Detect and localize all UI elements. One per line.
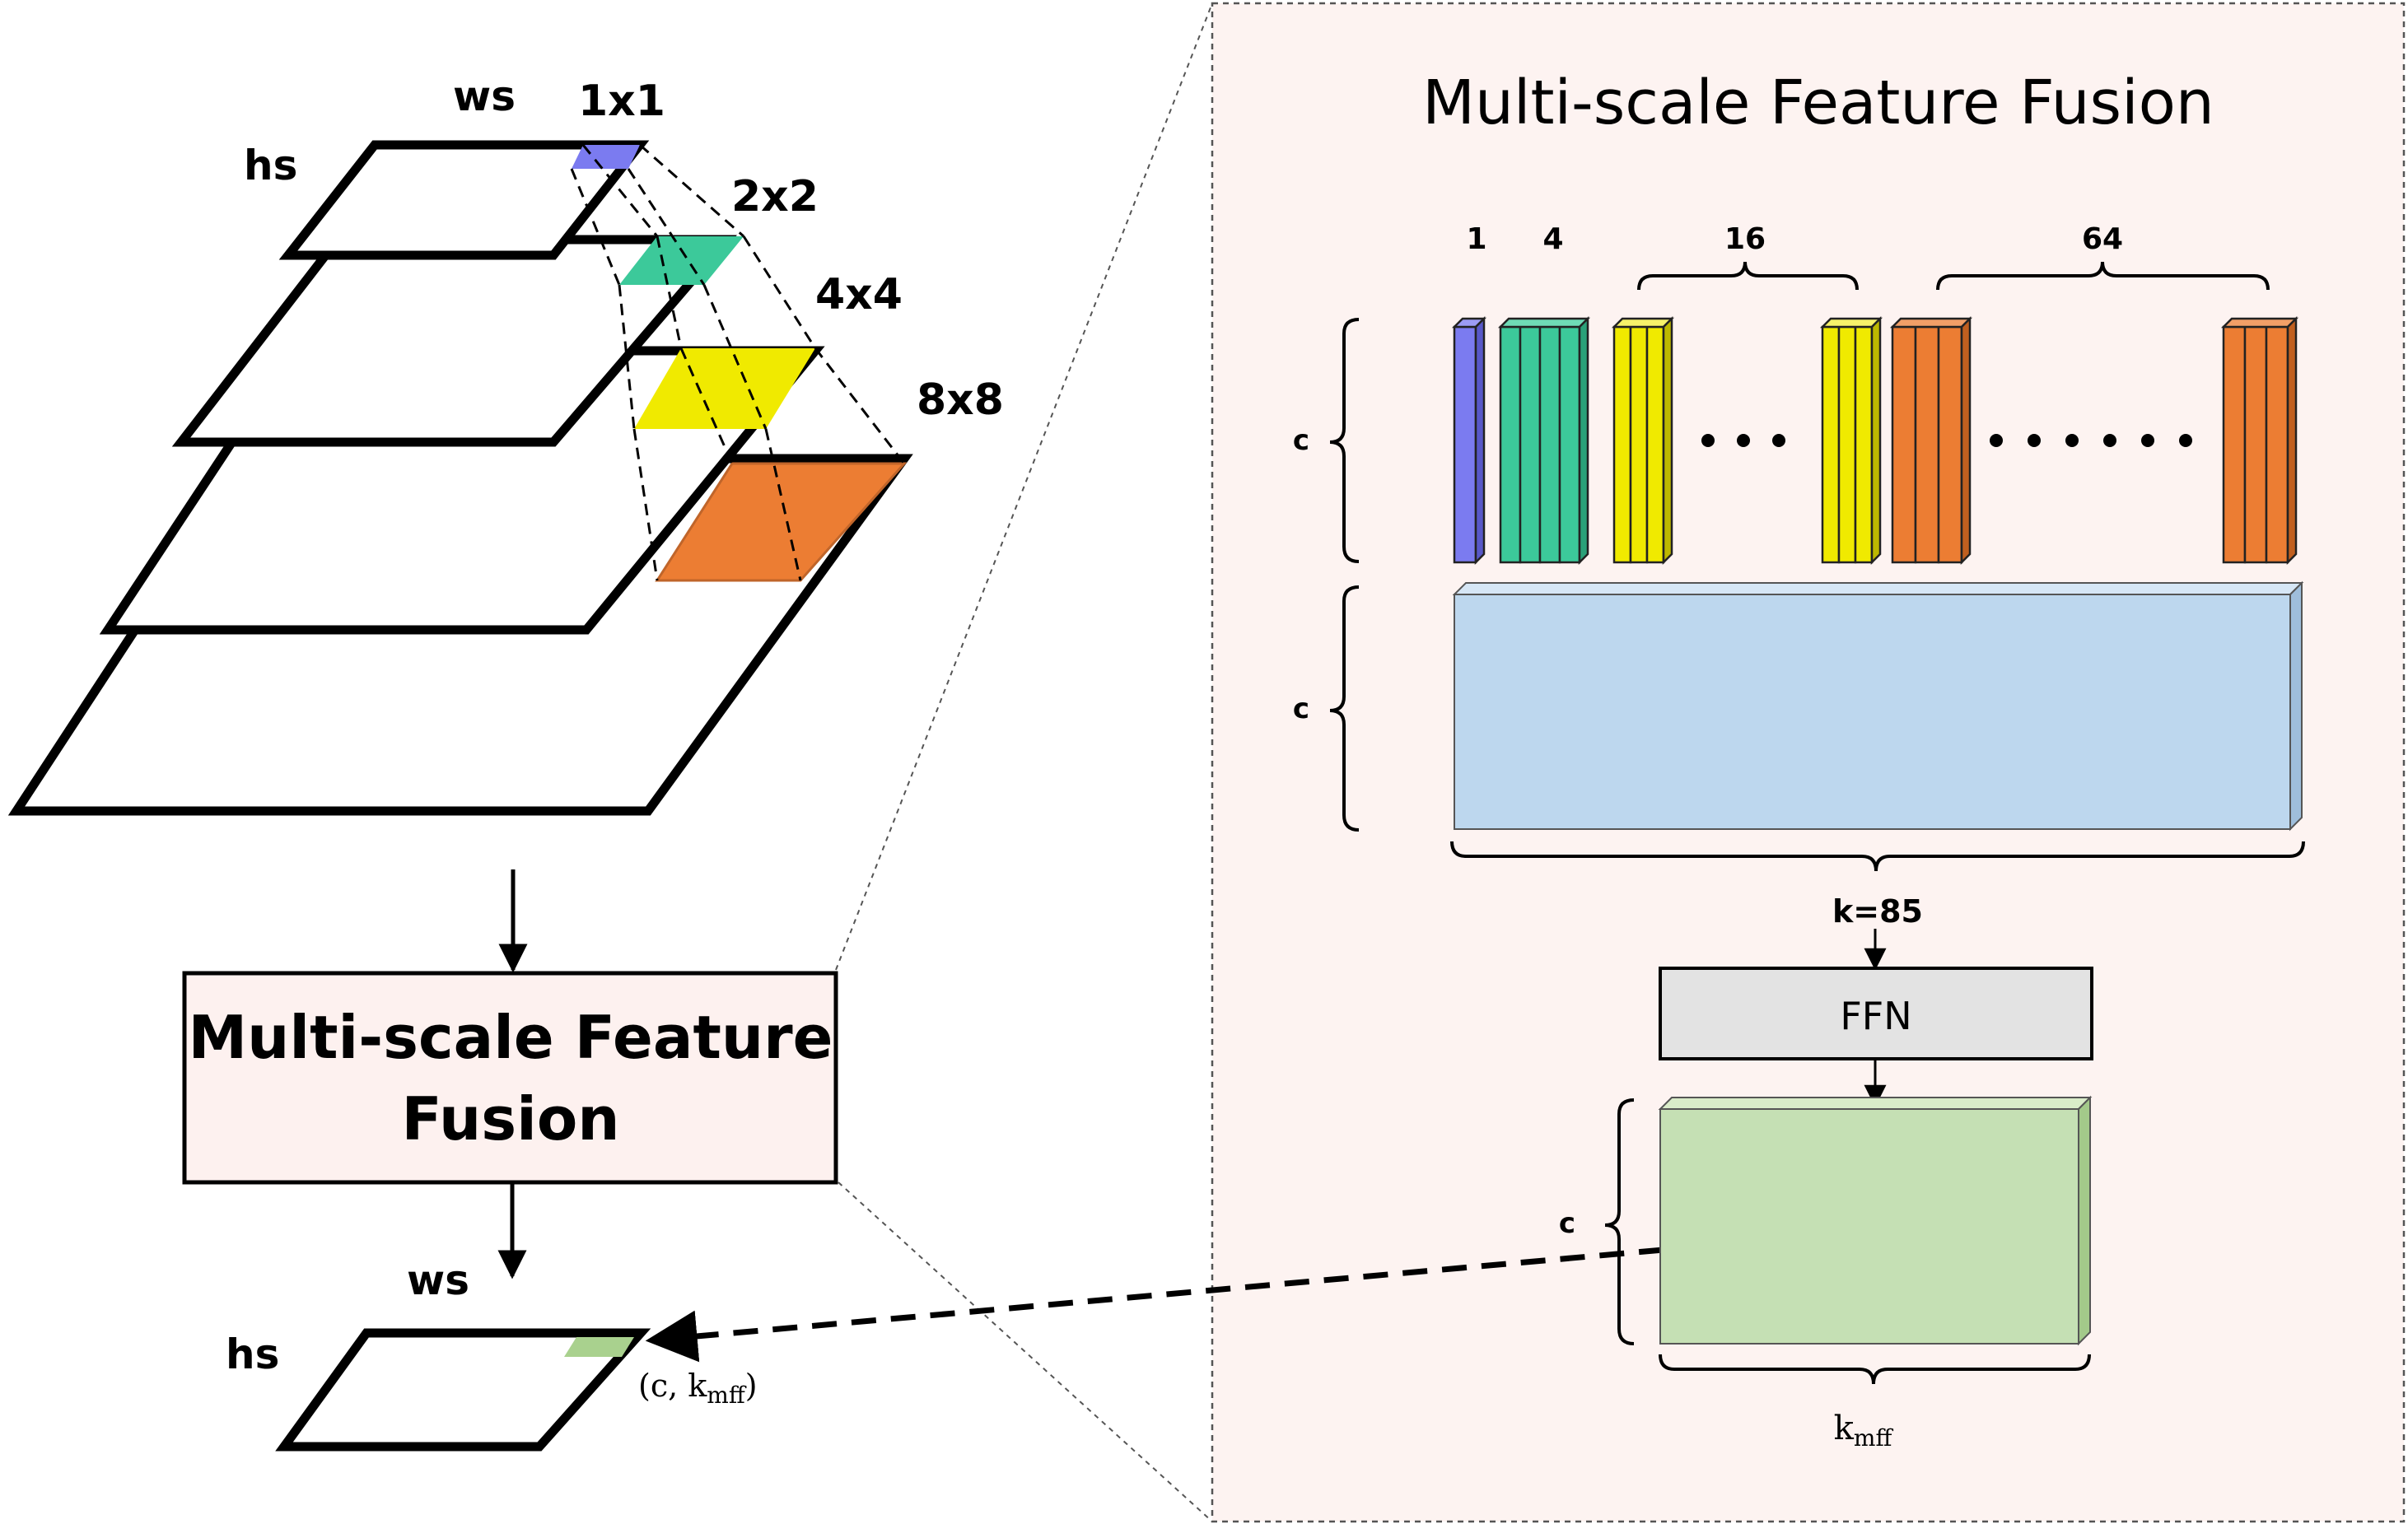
zoom-line-bottom	[838, 1181, 1213, 1522]
pyramid-width-label: ws	[453, 72, 516, 120]
scale-cell-2x2	[619, 236, 744, 285]
brace-c-tokens	[1329, 318, 1360, 563]
projection-lines	[570, 143, 906, 581]
brace-c-output	[1604, 1098, 1635, 1345]
scale-label-4x4: 4x4	[815, 270, 903, 319]
channel-label-output: c	[1559, 1207, 1575, 1240]
output-height-label: hs	[226, 1331, 279, 1378]
kmff-label: kmff	[1834, 1410, 1894, 1452]
ffn-box	[1659, 967, 2093, 1060]
ellipsis-16	[1701, 434, 1785, 447]
count-4: 4	[1542, 222, 1563, 256]
pyramid-level-2	[171, 235, 737, 447]
channel-label-tokens: c	[1293, 424, 1309, 457]
brace-c-concat	[1329, 585, 1360, 832]
token-columns	[1451, 315, 2299, 566]
concat-block	[1452, 580, 2304, 832]
zoom-line-top	[835, 2, 1213, 971]
scale-cell-4x4	[634, 348, 815, 429]
brace-64	[1936, 261, 2270, 291]
scale-cell-1x1	[572, 145, 640, 169]
mapping-arrow	[645, 1247, 1664, 1363]
token-1x1	[1453, 325, 1477, 564]
output-feature-map	[275, 1328, 651, 1452]
channel-label-concat: c	[1293, 692, 1309, 725]
count-1: 1	[1466, 222, 1486, 256]
brace-kmff	[1659, 1354, 2091, 1385]
pyramid-level-1	[278, 140, 650, 260]
output-cell-label: (c, kmff)	[638, 1368, 758, 1409]
brace-k85	[1450, 841, 2305, 872]
pyramid-height-label: hs	[244, 142, 297, 189]
mff-output-block	[1658, 1095, 2093, 1346]
output-cell	[564, 1337, 634, 1357]
brace-16	[1637, 261, 1859, 291]
output-width-label: ws	[407, 1256, 469, 1304]
fusion-box-line1: Multi-scale Feature	[189, 1003, 833, 1072]
scale-label-2x2: 2x2	[731, 172, 819, 221]
count-16: 16	[1724, 222, 1766, 256]
scale-label-8x8: 8x8	[917, 375, 1004, 425]
fusion-box	[182, 971, 838, 1185]
fusion-box-line2: Fusion	[401, 1084, 619, 1153]
panel-title: Multi-scale Feature Fusion	[1422, 68, 2214, 138]
ellipsis-64	[1990, 434, 2192, 447]
concat-count-label: k=85	[1832, 893, 1923, 930]
scale-label-1x1: 1x1	[578, 77, 665, 126]
ffn-label: FFN	[1840, 994, 1911, 1038]
count-64: 64	[2082, 222, 2123, 256]
